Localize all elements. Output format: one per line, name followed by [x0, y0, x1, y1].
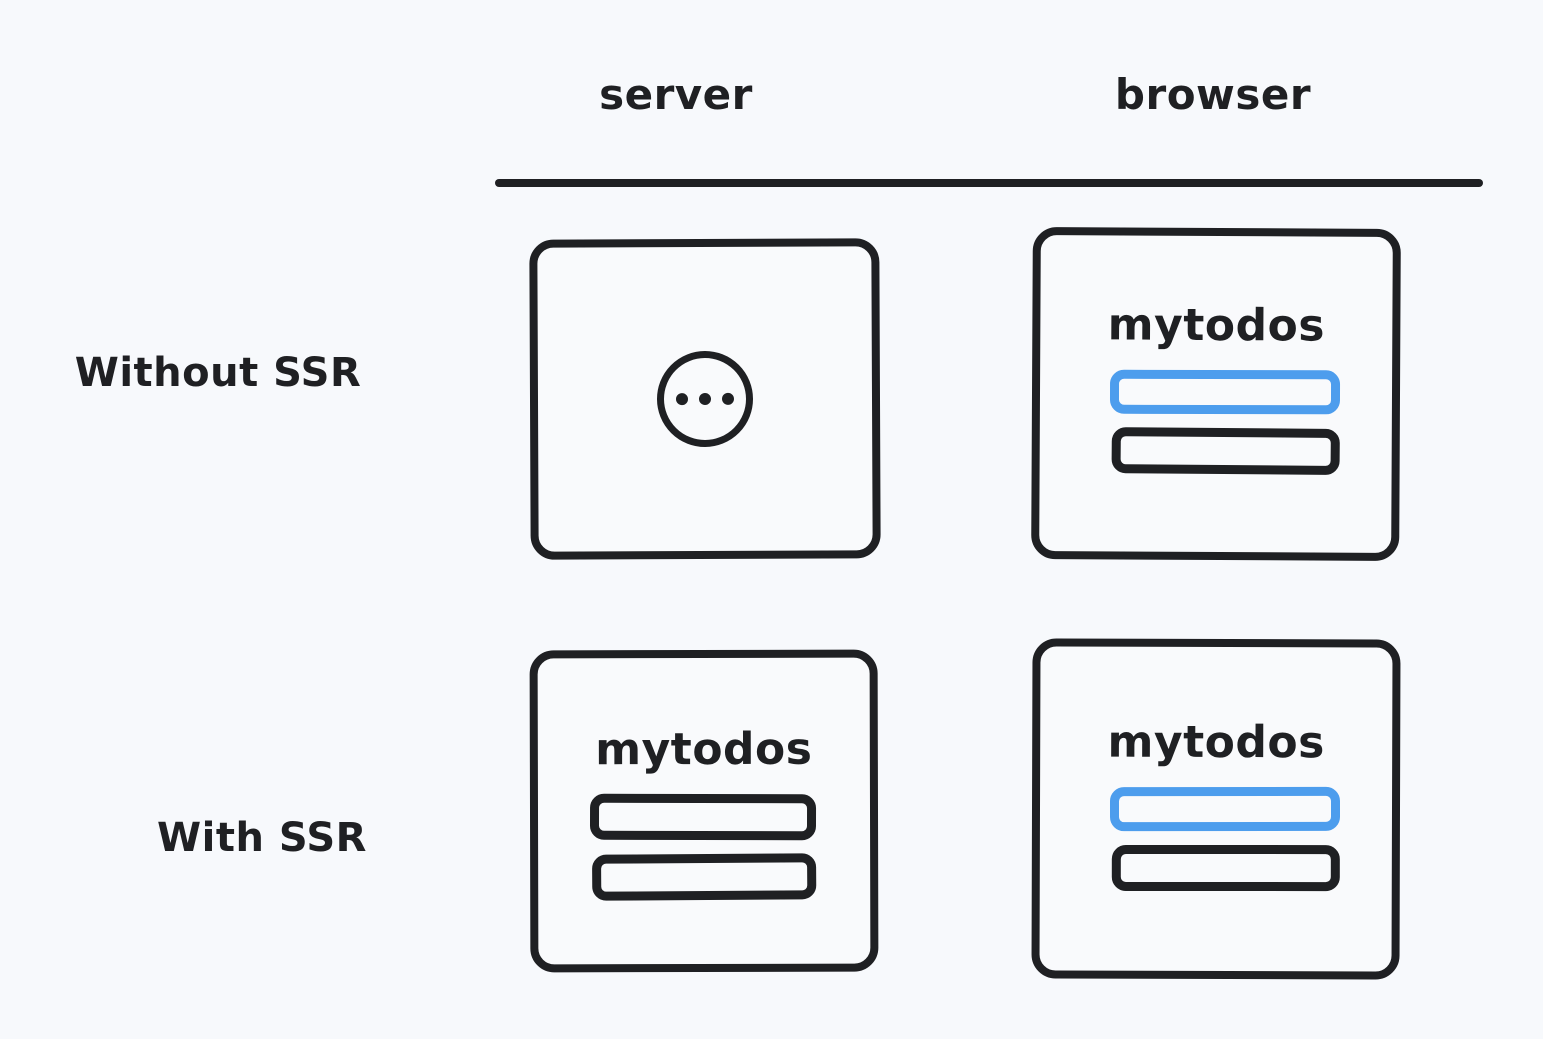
app-title: mytodos [1107, 716, 1325, 769]
spinner-dot-1 [675, 393, 689, 406]
spinner-dot-3 [721, 392, 735, 405]
card-content: mytodos [538, 658, 871, 965]
spinner-dot-2 [698, 392, 712, 406]
header-divider [495, 179, 1483, 187]
todo-item-2[interactable] [592, 853, 817, 901]
app-title: mytodos [1107, 299, 1326, 352]
card-content: mytodos [1039, 235, 1393, 553]
card-with-ssr-server[interactable]: mytodos [529, 649, 879, 973]
ellipsis-circle-icon [656, 350, 754, 448]
todo-item-1[interactable] [1109, 786, 1341, 832]
app-title: mytodos [595, 723, 813, 776]
card-content [537, 246, 872, 551]
card-content: mytodos [1039, 646, 1392, 971]
row-label-with-ssr: With SSR [157, 815, 367, 861]
todo-item-2[interactable] [1111, 844, 1340, 892]
card-without-ssr-server[interactable] [529, 238, 881, 560]
column-header-browser: browser [1114, 70, 1312, 119]
todo-item-1[interactable] [1109, 369, 1341, 415]
card-without-ssr-browser[interactable]: mytodos [1031, 227, 1401, 561]
column-header-server: server [599, 70, 753, 119]
card-with-ssr-browser[interactable]: mytodos [1031, 638, 1401, 980]
row-label-without-ssr: Without SSR [74, 350, 362, 396]
todo-item-2[interactable] [1111, 427, 1340, 476]
todo-item-1[interactable] [589, 793, 817, 841]
